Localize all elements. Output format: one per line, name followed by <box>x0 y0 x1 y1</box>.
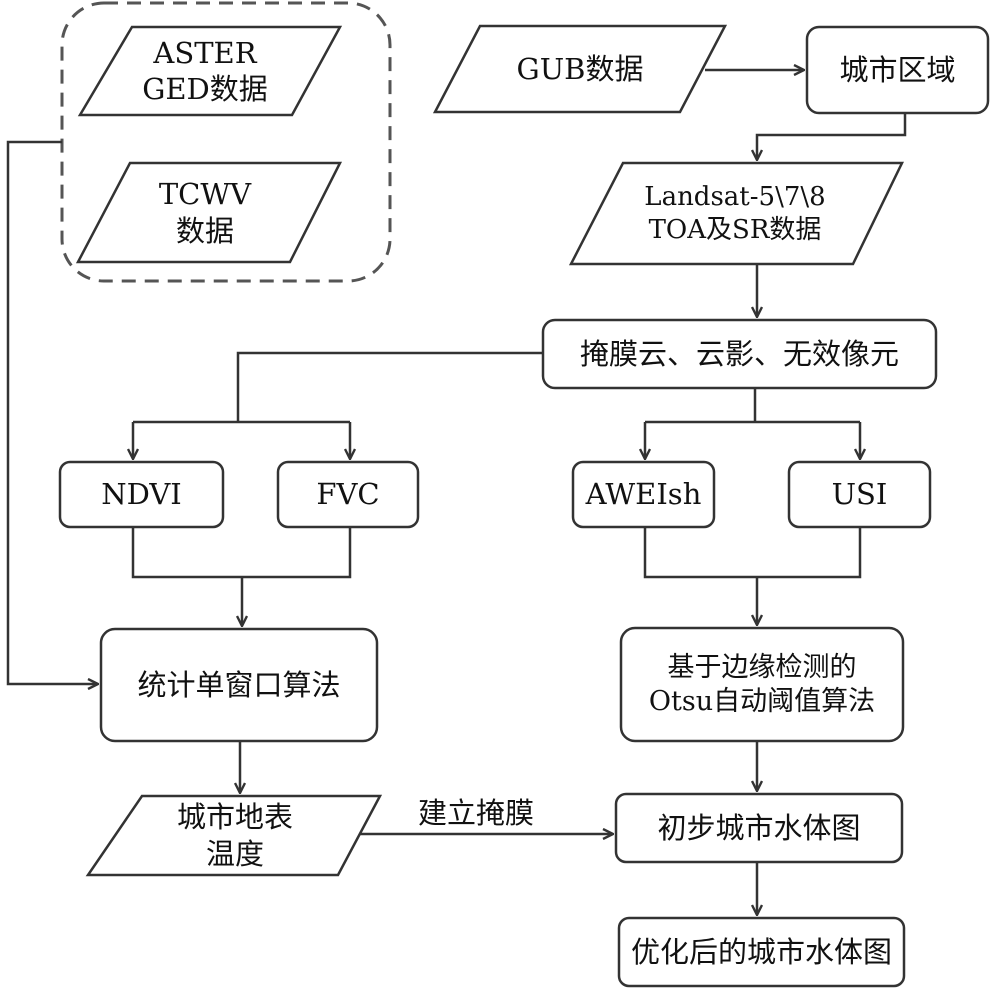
tcwv-data-node: TCWV 数据 <box>95 163 315 262</box>
build-mask-edge-label: 建立掩膜 <box>418 796 535 830</box>
aster-data-shape <box>77 25 343 117</box>
final-water-label: 优化后的城市水体图 <box>630 934 892 969</box>
aweish-box <box>571 460 716 529</box>
urban-area-label: 城市区域 <box>839 52 956 87</box>
otsu-label: 基于边缘检测的 Otsu自动阈值算法 <box>648 651 876 717</box>
fvc-box <box>276 460 420 529</box>
prelim-water-box <box>614 792 904 864</box>
landsat-data-shape <box>568 161 904 266</box>
final-water-box <box>617 916 906 988</box>
aster-data-node: ASTER GED数据 <box>95 27 315 115</box>
gub-data-node: GUB数据 <box>455 26 705 112</box>
urban-area-box <box>805 25 990 115</box>
final-water-node: 优化后的城市水体图 <box>619 918 904 986</box>
prelim-water-label: 初步城市水体图 <box>657 810 861 845</box>
aweish-node: AWEIsh <box>573 462 714 527</box>
aweish-label: AWEIsh <box>585 477 702 512</box>
sw-algo-node: 统计单窗口算法 <box>101 629 377 741</box>
prelim-water-node: 初步城市水体图 <box>616 794 902 862</box>
tcwv-data-shape <box>75 161 343 264</box>
ndvi-label: NDVI <box>101 477 182 512</box>
lst-label: 城市地表 温度 <box>176 800 293 871</box>
ndvi-box <box>58 460 225 529</box>
fvc-node: FVC <box>278 462 418 527</box>
mask-label: 掩膜云、云影、无效像元 <box>579 336 899 371</box>
edge-merge-ndvi-fvc <box>131 527 352 579</box>
otsu-box <box>619 626 905 743</box>
sw-algo-label: 统计单窗口算法 <box>137 667 341 702</box>
lst-node: 城市地表 温度 <box>110 796 360 875</box>
usi-label: USI <box>831 477 888 512</box>
mask-node: 掩膜云、云影、无效像元 <box>543 320 936 388</box>
gub-data-shape <box>432 24 728 114</box>
landsat-data-node: Landsat-5\7\8 TOA及SR数据 <box>590 163 880 264</box>
lst-data-shape <box>85 794 383 877</box>
landsat-data-label: Landsat-5\7\8 TOA及SR数据 <box>644 182 826 245</box>
usi-node: USI <box>789 462 930 527</box>
edge-merge-aweish-usi <box>643 527 862 579</box>
aster-data-label: ASTER GED数据 <box>142 35 268 106</box>
edge-group-to-sw-algo <box>6 140 98 684</box>
gub-data-label: GUB数据 <box>516 51 644 86</box>
ndvi-node: NDVI <box>60 462 223 527</box>
otsu-node: 基于边缘检测的 Otsu自动阈值算法 <box>621 628 903 741</box>
urban-area-node: 城市区域 <box>807 27 988 113</box>
edge-urban-landsat <box>757 113 907 160</box>
tcwv-data-label: TCWV 数据 <box>158 177 252 248</box>
fvc-label: FVC <box>316 477 380 512</box>
edge-mask-left-branch <box>236 351 543 422</box>
